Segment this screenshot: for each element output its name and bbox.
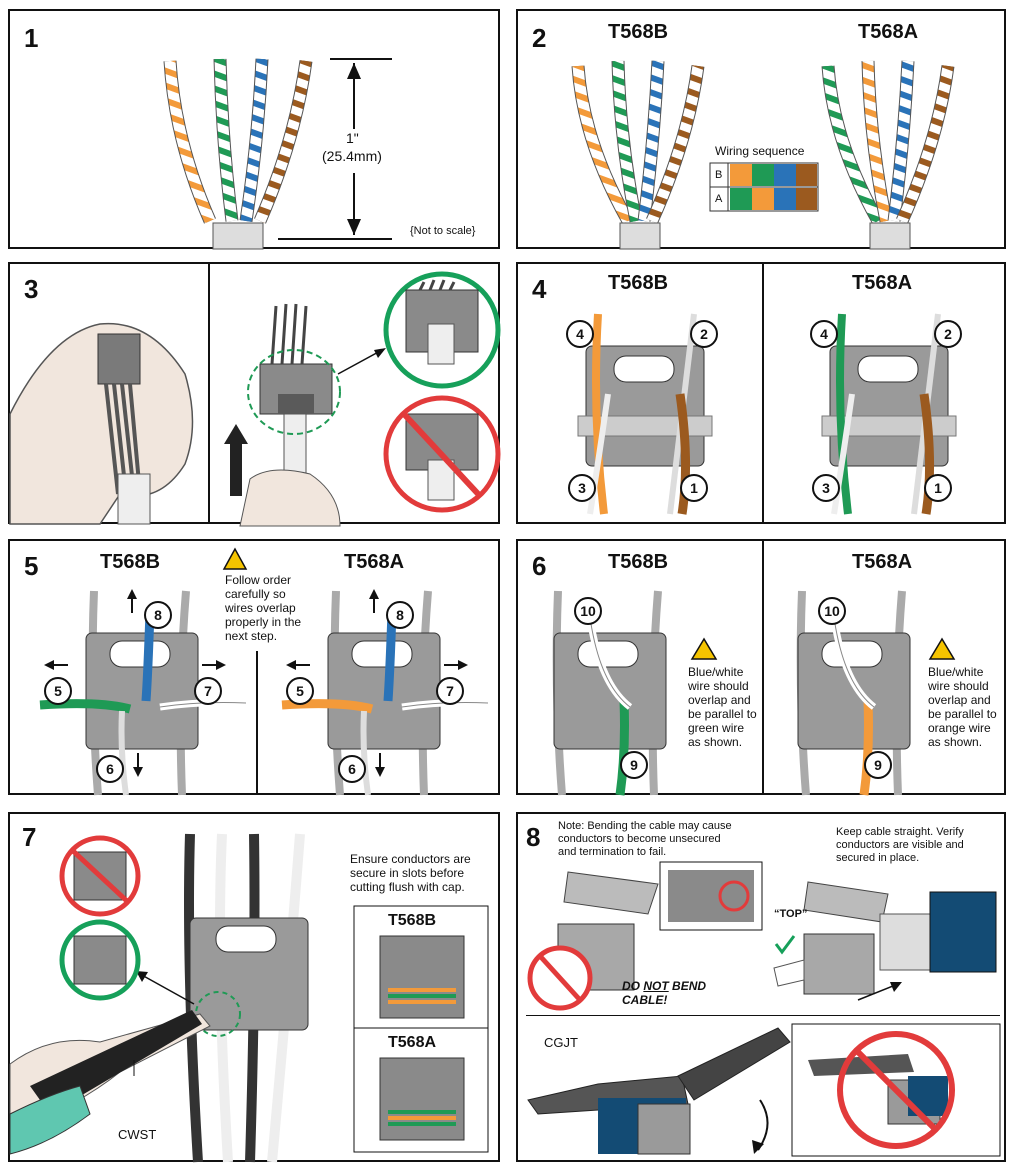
step-number: 8 (526, 822, 541, 852)
panel-divider (762, 541, 764, 795)
panel-5-next-wires: 5 T568B T568A (8, 539, 500, 796)
step-marker-5-a: 5 (286, 677, 314, 705)
t568a-heading: T568A (852, 551, 913, 573)
t568a-heading: T568A (852, 272, 913, 294)
step-marker-6: 6 (96, 755, 124, 783)
step-number: 6 (532, 551, 547, 581)
note-a-line3: overlap and (928, 693, 991, 707)
step-marker-7-a: 7 (436, 677, 464, 705)
step-marker-8: 8 (144, 601, 172, 629)
note-b-line4: be parallel to (688, 707, 757, 721)
note-a-line5: orange wire (928, 721, 991, 735)
panel-divider (526, 1015, 1000, 1016)
straight-note-line2: conductors are visible and (836, 839, 964, 851)
not-to-scale-note: {Not to scale} (410, 225, 476, 237)
note-a-line2: wire should (928, 679, 989, 693)
step-marker-10-a: 10 (818, 597, 846, 625)
t568b-heading: T568B (100, 551, 161, 573)
bend-note-line2: conductors to become unsecured (558, 833, 721, 845)
step-marker-3-a: 3 (812, 474, 840, 502)
note-b-line5: green wire (688, 721, 745, 735)
warning-not: NOT (643, 979, 669, 993)
wiring-sequence-title: Wiring sequence (715, 144, 805, 158)
note-a-line1: Blue/white (928, 665, 984, 679)
cutting-illustration (9, 833, 489, 1163)
panel-2-wiring-standards: 2 T568B T568A Wiring sequence B A (516, 9, 1006, 250)
top-label: “TOP” (774, 908, 808, 920)
straight-note-line1: Keep cable straight. Verify (836, 826, 964, 838)
step-marker-4-a: 4 (810, 320, 838, 348)
note-b-line1: Blue/white (688, 665, 744, 679)
step-number: 5 (24, 551, 39, 581)
panel-6-final-wires: 6 T568B T568A 10 9 10 9 Blue/white wire … (516, 539, 1006, 796)
step-marker-1-a: 1 (924, 474, 952, 502)
do-not-bend-warning: DO NOT BEND (622, 980, 706, 993)
step-marker-9: 9 (620, 751, 648, 779)
note-a-line4: be parallel to (928, 707, 997, 721)
t568a-heading: T568A (388, 1034, 437, 1051)
step-marker-9-a: 9 (864, 751, 892, 779)
warning-pre: DO (622, 979, 644, 993)
t568a-heading: T568A (344, 551, 405, 573)
follow-order-note-line4: properly in the (225, 615, 302, 629)
note-b-line3: overlap and (688, 693, 751, 707)
step-marker-1: 1 (680, 474, 708, 502)
step-marker-6-a: 6 (338, 755, 366, 783)
panel-8-seat-cap: 8 Note: Bending the cable may cause cond… (516, 812, 1006, 1162)
note-b-line6: as shown. (688, 735, 743, 749)
step-marker-8-a: 8 (386, 601, 414, 629)
bend-note-line1: Note: Bending the cable may cause (558, 820, 732, 832)
step-marker-2: 2 (690, 320, 718, 348)
do-not-bend-warning-line2: CABLE! (622, 993, 668, 1007)
step-number: 2 (532, 23, 547, 53)
panel-4-first-wires: 4 T568B T568A 4 2 3 1 4 2 3 1 (516, 262, 1006, 524)
step-marker-5: 5 (44, 677, 72, 705)
panel-7-cut-flush: 7 Ensure conductors are secure in slots … (8, 812, 500, 1163)
step-number: 1 (24, 23, 39, 53)
follow-order-note-line3: wires overlap (225, 601, 296, 615)
step-number: 3 (24, 274, 39, 304)
panel-1-strip-cable: 1 1" (25.4mm) {Not to scale} (8, 9, 500, 250)
row-a-label: A (715, 193, 723, 205)
ensure-note-line3: cutting flush with cap. (350, 880, 465, 894)
row-b-label: B (715, 169, 723, 181)
ensure-note-line2: secure in slots before (350, 866, 465, 880)
panel-divider (208, 264, 210, 524)
step-marker-10: 10 (574, 597, 602, 625)
t568b-heading: T568B (608, 551, 669, 573)
measure-mm-label: (25.4mm) (322, 148, 382, 164)
bend-note-line3: and termination to fail. (558, 846, 667, 858)
follow-order-note-line2: carefully so (225, 587, 286, 601)
panel-3-insert-wires: 3 (8, 262, 501, 527)
cap-seating-illustration (527, 861, 1001, 1157)
twisted-pairs-illustration (163, 58, 392, 250)
measure-inch-label: 1" (346, 130, 359, 146)
t568b-heading: T568B (608, 272, 669, 294)
step-number: 7 (22, 822, 37, 852)
step-marker-2-a: 2 (934, 320, 962, 348)
step-marker-3: 3 (568, 474, 596, 502)
warning-post: BEND (668, 979, 707, 993)
straight-note-line3: secured in place. (836, 852, 920, 864)
t568b-heading: T568B (608, 21, 669, 43)
t568a-heading: T568A (858, 21, 919, 43)
step-marker-4: 4 (566, 320, 594, 348)
tool-label-cwst: CWST (118, 1127, 157, 1142)
t568b-heading: T568B (388, 912, 437, 929)
note-b-line2: wire should (688, 679, 749, 693)
step-number: 4 (532, 274, 547, 304)
follow-order-note-line5: next step. (225, 629, 278, 643)
note-a-line6: as shown. (928, 735, 983, 749)
ensure-note-line1: Ensure conductors are (350, 852, 471, 866)
panel-divider (762, 264, 764, 524)
tool-label-cgjt: CGJT (544, 1035, 578, 1050)
warning-icon (928, 637, 956, 660)
warning-icon (222, 547, 248, 570)
panel-divider (256, 651, 258, 795)
cap-insertion-illustration (9, 271, 501, 527)
step-marker-7: 7 (194, 677, 222, 705)
follow-order-note-line1: Follow order (225, 573, 292, 587)
warning-icon (690, 637, 718, 660)
wire-pairs-illustration (571, 60, 955, 250)
